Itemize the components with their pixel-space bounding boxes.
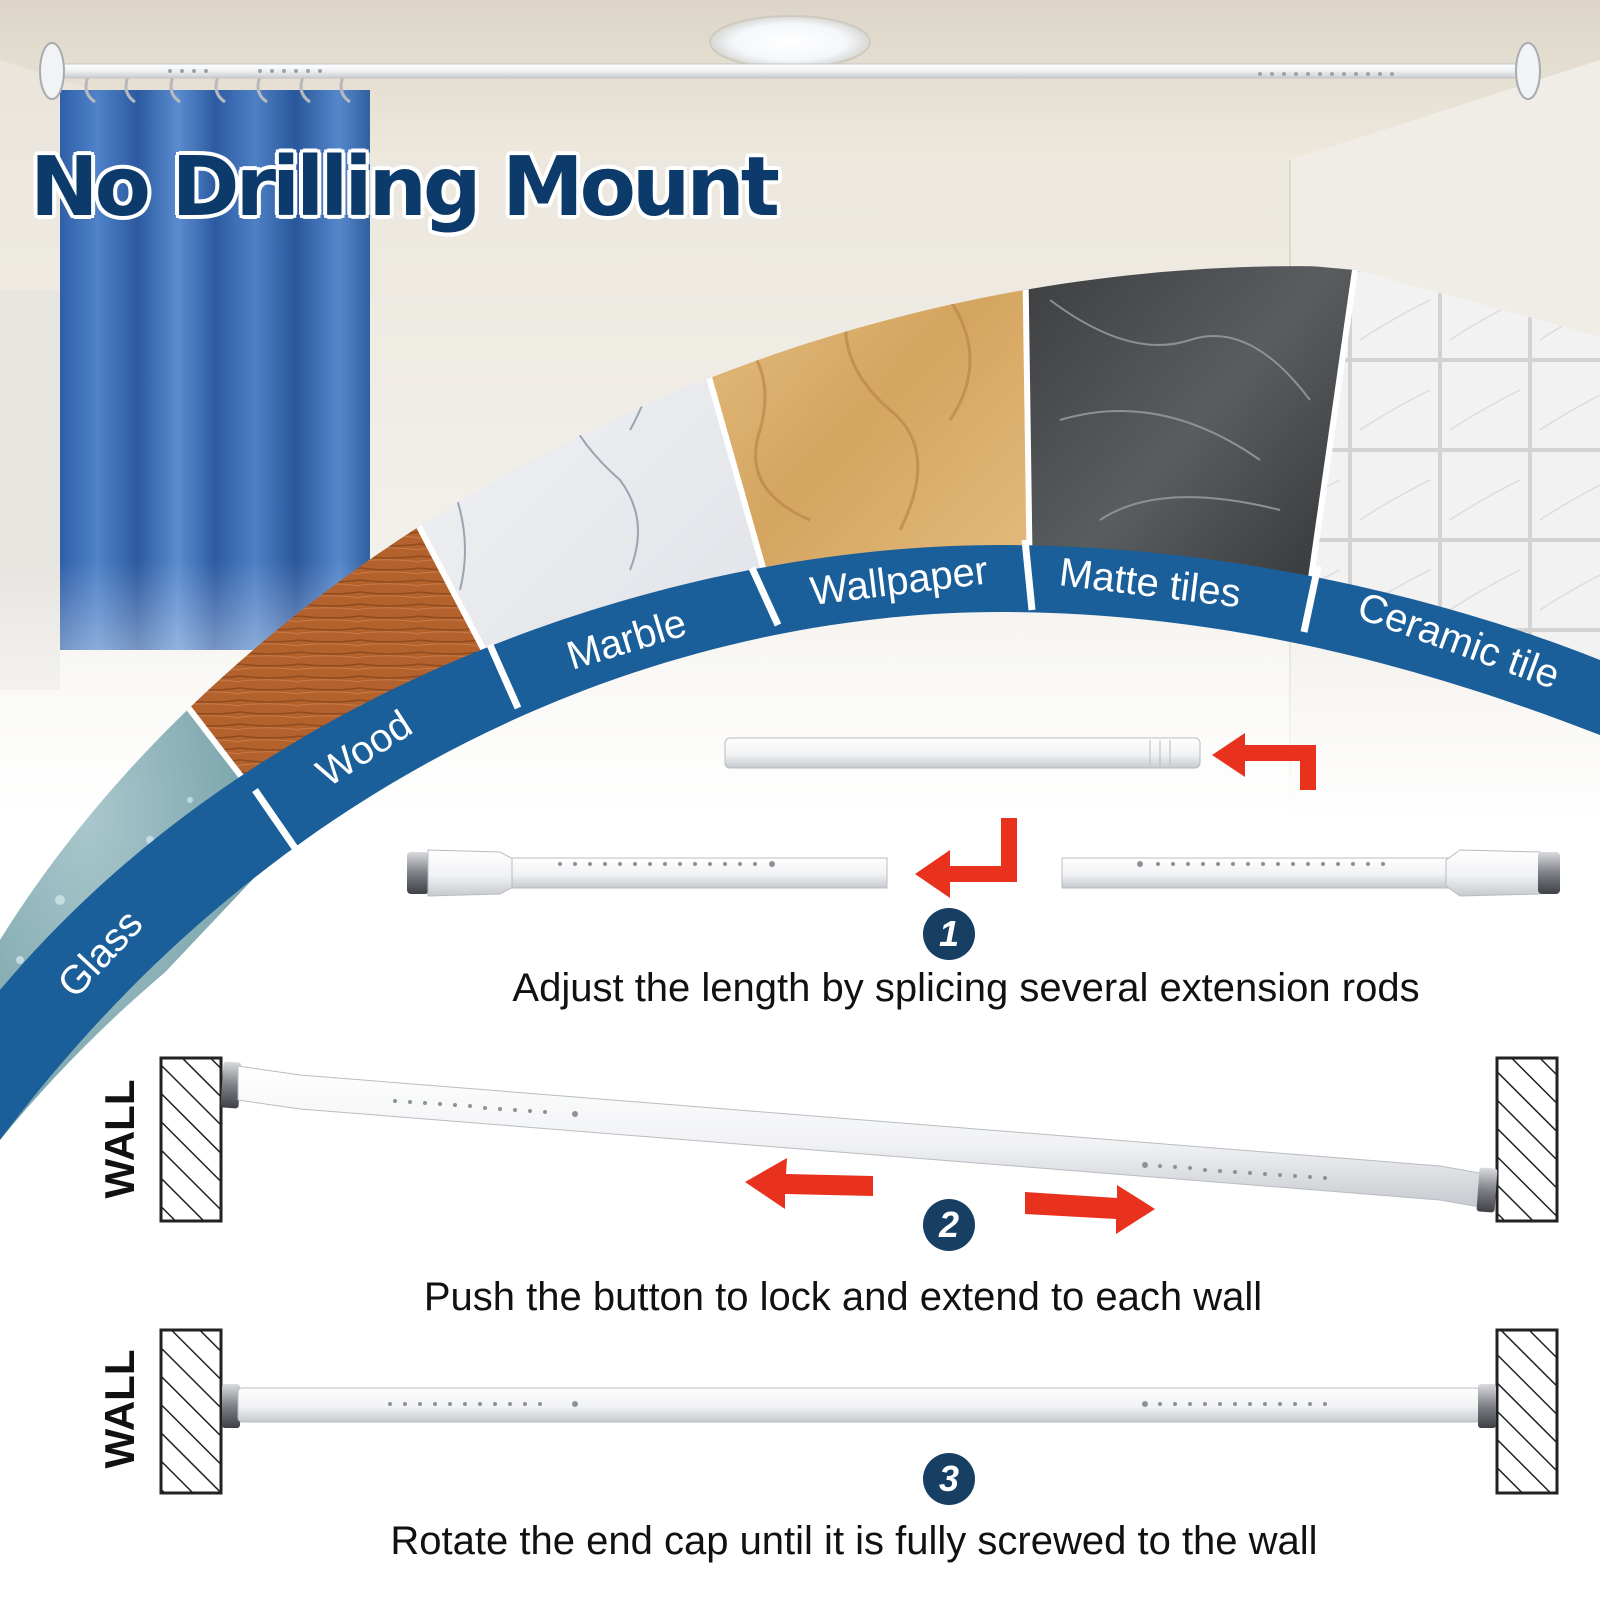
rod-step-3 xyxy=(222,1384,1496,1428)
headline: No Drilling Mount xyxy=(30,140,780,235)
extension-rod-left xyxy=(407,849,888,897)
step-caption-1: Adjust the length by splicing several ex… xyxy=(512,966,1420,1010)
extension-rod-middle xyxy=(724,737,1201,769)
step-caption-3: Rotate the end cap until it is fully scr… xyxy=(390,1519,1318,1563)
wall-right-2 xyxy=(1495,1056,1559,1223)
arrow-left-bottom xyxy=(915,818,1017,898)
matte-tiles-swatch xyxy=(1025,266,1355,620)
wall-label-step-2: WALL xyxy=(96,1079,143,1199)
wall-left-2 xyxy=(159,1056,223,1223)
wall-label-step-3: WALL xyxy=(96,1349,143,1469)
arrow-extend-right xyxy=(1025,1185,1155,1234)
arrow-extend-left xyxy=(745,1158,873,1209)
arrow-left-top xyxy=(1212,733,1316,790)
extension-rod-right xyxy=(1061,849,1560,897)
step-badge-2: 2 xyxy=(923,1199,975,1251)
step-badge-1: 1 xyxy=(923,908,975,960)
surface-label-band xyxy=(0,545,1600,1140)
step-caption-2: Push the button to lock and extend to ea… xyxy=(423,1275,1263,1319)
wall-right-3 xyxy=(1495,1328,1559,1495)
wall-left-3 xyxy=(159,1328,223,1495)
step-badge-3: 3 xyxy=(923,1453,975,1505)
rod-step-2 xyxy=(220,1061,1498,1213)
